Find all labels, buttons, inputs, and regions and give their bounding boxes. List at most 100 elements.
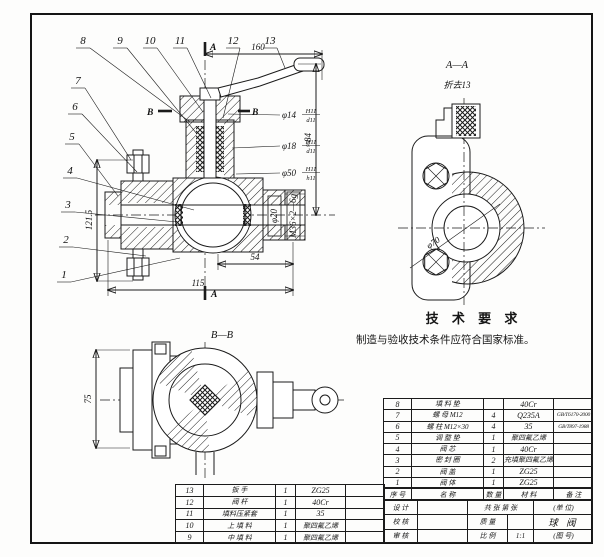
bom-cell: 上 填 料 [203,519,275,532]
section-bb-view: B—B [83,330,345,478]
title-block: 设 计 共 张 第 张 (单 位) 校 核 质 量 球 阀 审 核 比 例 1:… [383,500,593,543]
bom-cell: 阀 体 [411,476,483,488]
aa-note: 折去13 [443,80,471,90]
balloon-8: 8 [80,35,86,47]
fit-phi18: φ18 [282,141,296,151]
bom-cell: 聚四氟乙烯 [295,519,345,532]
bom-header-mat: 材 料 [503,488,553,500]
bom-cell: 4 [483,420,503,432]
bom-cell: 充填聚四氟乙烯 [503,454,553,466]
bom-header-row: 序 号 名 称 数 量 材 料 备 注 [383,488,593,500]
cut-label-b-right: B [251,108,258,118]
technical-requirements: 技 术 要 求 制造与验收技术条件应符合国家标准。 [356,308,592,347]
cut-label-b-left: B [146,108,153,118]
bom-cell: 1 [275,495,295,508]
titleblock-scale-label: 比 例 [467,528,507,543]
balloon-4: 4 [67,165,73,177]
balloon-12: 12 [228,35,240,47]
bom-cell: 扳 手 [203,484,275,496]
main-section-view: A A B B 160 ≈84 121.5 115 [57,35,335,300]
dim-54: 54 [251,252,261,262]
titleblock-unit: (单 位) [533,500,593,515]
titleblock-mass-label: 质 量 [467,514,507,529]
bom-cell: 阀 杆 [203,495,275,508]
balloon-11: 11 [175,35,185,47]
bom-cell: 40Cr [503,443,553,455]
bom-cell: 螺 母 M12 [411,409,483,421]
bom-cell: ZG25 [503,465,553,477]
bom-cell [553,454,593,466]
dim-84: ≈84 [303,133,313,147]
fit-phi50: φ50 [282,168,296,178]
bom-cell: 1 [483,476,503,488]
bom-cell [345,495,385,508]
tech-req-body: 制造与验收技术条件应符合国家标准。 [356,335,535,346]
bom-cell: 中 填 料 [203,531,275,543]
bom-cell: 4 [483,409,503,421]
titleblock-dwg-no: (图 号) [533,528,593,543]
bom-cell: 1 [275,507,295,520]
balloon-5: 5 [69,131,75,143]
titleblock-design-value [417,500,467,515]
bom-cell [483,398,503,410]
dim-160: 160 [251,42,265,52]
bom-cell: 填 料 垫 [411,398,483,410]
bom-table-right: 8 填 料 垫 40Cr 7 螺 母 M12 4 Q235A GB/T6170-… [383,398,593,488]
bom-cell: GB/T897-1988 [553,420,593,432]
bom-cell: 螺 柱 M12×30 [411,420,483,432]
bom-cell: 聚四氟乙烯 [503,431,553,443]
bom-cell [553,443,593,455]
fit-phi18-lower: d11 [306,148,315,155]
bom-cell: ZG25 [295,484,345,496]
bom-cell: 调 整 垫 [411,431,483,443]
bom-cell: ZG25 [503,476,553,488]
bom-cell: 2 [383,465,411,477]
bom-cell [553,465,593,477]
dim-m36: M36×2—6g [288,193,298,239]
titleblock-design-label: 设 计 [383,500,417,515]
dim-phi20: φ20 [269,209,279,223]
bom-cell [345,519,385,532]
bom-cell: 8 [383,398,411,410]
bom-cell [345,507,385,520]
bom-cell: 4 [383,443,411,455]
fit-phi50-lower: h11 [306,175,315,182]
balloon-6: 6 [72,101,78,113]
bom-cell: 1 [275,484,295,496]
bom-cell: 1 [483,443,503,455]
sheet-border [30,13,593,544]
fit-phi14-upper: H11 [305,108,317,115]
balloon-9: 9 [117,35,123,47]
titleblock-check-label: 校 核 [383,514,417,529]
bom-cell: 40Cr [503,398,553,410]
bom-cell [553,476,593,488]
titleblock-drawing-title: 球 阀 [533,514,593,529]
dim-115: 115 [192,278,205,288]
bom-table-left: 13 扳 手 1 ZG25 12 阀 杆 1 40Cr 11 填料压紧套 1 3… [175,484,385,543]
cut-label-a-top: A [209,43,216,53]
bom-header-remark: 备 注 [553,488,593,500]
bom-cell: GB/T6170-2000 [553,409,593,421]
bom-cell: 密 封 圈 [411,454,483,466]
bom-cell: Q235A [503,409,553,421]
balloon-3: 3 [64,199,71,211]
balloon-2: 2 [63,234,69,246]
bom-cell: 35 [295,507,345,520]
fit-phi14-lower: d11 [306,117,315,124]
titleblock-review-value [417,528,467,543]
balloon-leaders-top [76,47,286,135]
aa-title: A—A [445,60,469,71]
bom-cell [553,398,593,410]
titleblock-review-label: 审 核 [383,528,417,543]
dim-121-5: 121.5 [84,209,94,230]
fit-phi50-upper: H11 [305,166,317,173]
bom-cell: 阀 盖 [411,465,483,477]
bom-header-qty: 数 量 [483,488,503,500]
bom-cell: 10 [175,519,203,532]
titleblock-check-value [417,514,467,529]
bom-cell: 阀 芯 [411,443,483,455]
bom-cell: 11 [175,507,203,520]
bb-title: B—B [211,330,234,341]
